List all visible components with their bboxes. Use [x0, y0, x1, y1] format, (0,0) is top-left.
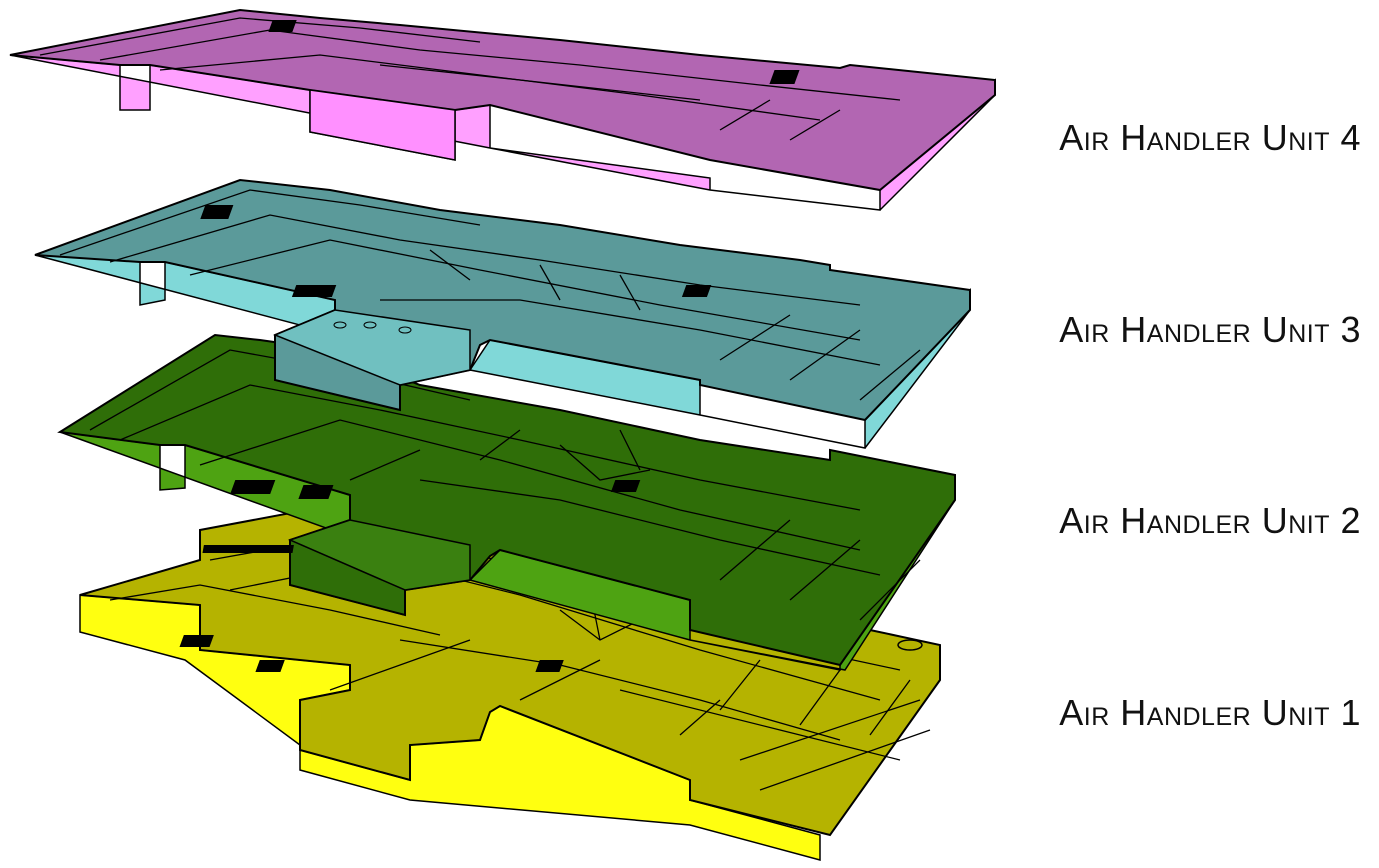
floor-4-side — [9, 54, 996, 211]
label-ahu-2: Air Handler Unit 2 — [1059, 500, 1361, 541]
label-ahu-3: Air Handler Unit 3 — [1059, 309, 1361, 350]
floor-3-slab — [34, 178, 971, 449]
floor-3-raised-block — [273, 309, 471, 386]
label-ahu-1: Air Handler Unit 1 — [1059, 692, 1361, 733]
floor-2-raised-block — [287, 519, 471, 591]
floor-4-slab — [9, 8, 996, 211]
floor-4-top — [9, 8, 996, 192]
label-ahu-4: Air Handler Unit 4 — [1059, 117, 1361, 158]
floor-4-raised-block — [309, 89, 456, 161]
floor-2-slab — [57, 333, 956, 671]
